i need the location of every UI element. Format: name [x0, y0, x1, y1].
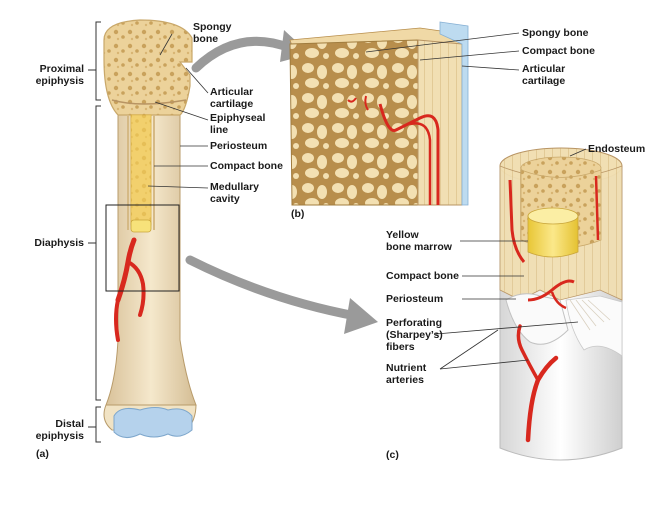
label-line: Yellow: [386, 229, 419, 241]
label-articular-cartilage-a: Articular cartilage: [210, 86, 253, 110]
label-line: epiphysis: [35, 430, 84, 442]
spongy-bone-block: [289, 21, 469, 206]
label-spongy-bone-a: Spongy bone: [193, 21, 232, 45]
label-periosteum-c: Periosteum: [386, 293, 444, 305]
label-compact-bone-b: Compact bone: [522, 45, 595, 57]
label-line: epiphysis: [35, 75, 84, 87]
label-line: cartilage: [522, 75, 566, 87]
label-medullary-cavity: Medullary cavity: [210, 181, 259, 205]
label-line: Articular: [210, 86, 254, 98]
label-spongy-bone-b: Spongy bone: [522, 27, 589, 39]
label-nutrient-arteries: Nutrient arteries: [386, 362, 426, 386]
leader-lines-b: [365, 32, 520, 71]
label-line: bone marrow: [386, 241, 452, 253]
label-distal-epiphysis: Distal epiphysis: [24, 418, 84, 442]
label-compact-bone-c: Compact bone: [386, 270, 459, 282]
label-line: Distal: [55, 418, 84, 430]
label-line: arteries: [386, 374, 424, 386]
label-diaphysis: Diaphysis: [34, 237, 84, 249]
label-line: Medullary: [210, 181, 260, 193]
panel-label-a: (a): [36, 448, 49, 460]
label-periosteum-a: Periosteum: [210, 140, 268, 152]
label-line: (Sharpey’s): [386, 329, 443, 341]
label-proximal-epiphysis: Proximal epiphysis: [24, 63, 84, 87]
shaft-cross-section: [499, 147, 623, 461]
leader-lines-c: [435, 148, 587, 370]
panel-label-c: (c): [386, 449, 399, 461]
label-line: line: [210, 124, 229, 136]
label-line: Spongy: [193, 21, 232, 33]
label-perforating-fibers: Perforating (Sharpey’s) fibers: [386, 317, 443, 353]
label-line: Epiphyseal: [210, 112, 266, 124]
label-yellow-bone-marrow: Yellow bone marrow: [386, 229, 452, 253]
region-brackets: [88, 21, 101, 443]
leader-lines-a: [147, 33, 209, 189]
label-line: cartilage: [210, 98, 254, 110]
label-line: Proximal: [39, 63, 84, 75]
panel-label-b: (b): [291, 208, 305, 220]
label-epiphyseal-line: Epiphyseal line: [210, 112, 265, 136]
label-line: fibers: [386, 341, 415, 353]
label-compact-bone-a: Compact bone: [210, 160, 283, 172]
label-line: Perforating: [386, 317, 443, 329]
label-line: Articular: [522, 63, 566, 75]
label-articular-cartilage-b: Articular cartilage: [522, 63, 565, 87]
label-line: cavity: [210, 193, 240, 205]
label-line: bone: [193, 33, 219, 45]
long-bone: [103, 19, 197, 438]
label-endosteum: Endosteum: [588, 143, 646, 155]
label-line: Nutrient: [386, 362, 427, 374]
